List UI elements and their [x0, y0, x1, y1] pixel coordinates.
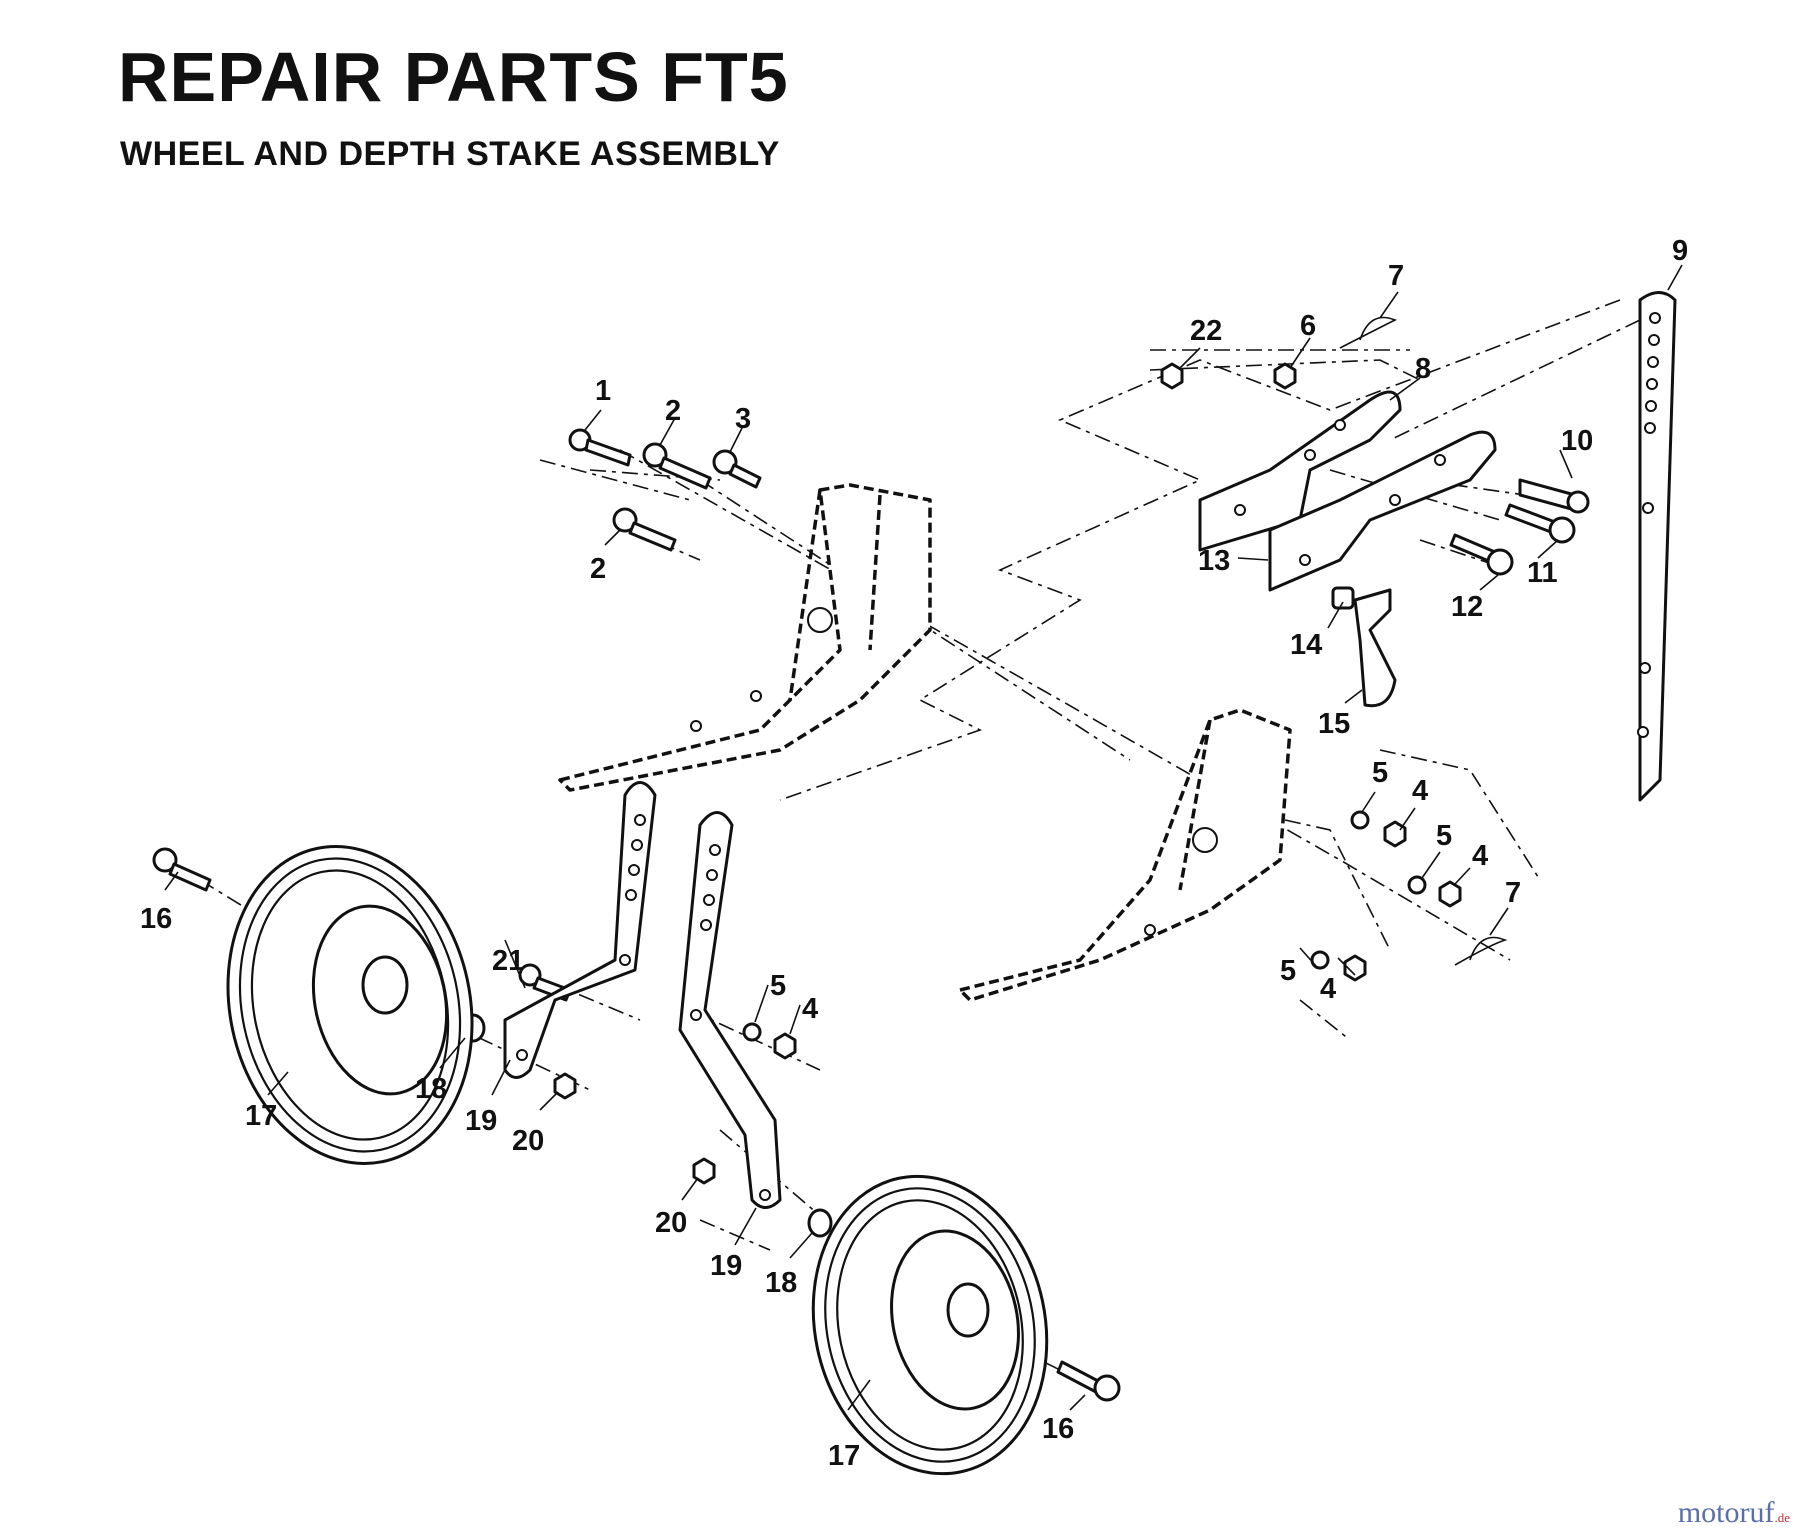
- page-title: REPAIR PARTS FT5: [118, 38, 789, 116]
- hex-nut-20-left: [553, 1072, 577, 1100]
- page-subtitle: WHEEL AND DEPTH STAKE ASSEMBLY: [120, 135, 780, 173]
- washer-5c: [1310, 950, 1330, 970]
- callout-1: 1: [595, 375, 611, 407]
- hex-bolt-2-upper: [642, 442, 712, 490]
- hair-pin-7-lower: [1454, 936, 1508, 966]
- callout-labels: 1 2 3 2 22 6 7 8 9 10 11 12 13 14 15 5 4…: [140, 235, 1688, 1472]
- hex-nut-4b: [1438, 880, 1462, 908]
- wheel-bracket-left: [503, 781, 657, 1079]
- hex-bolt-21: [518, 963, 572, 1002]
- washer-5a: [1350, 810, 1370, 830]
- lock-washer-6: [1273, 362, 1297, 390]
- washer-18-lower: [807, 1208, 833, 1238]
- depth-stake: [1637, 291, 1677, 802]
- callout-6: 6: [1300, 310, 1316, 342]
- hex-nut-4d: [773, 1032, 797, 1060]
- callout-20-left: 20: [512, 1125, 544, 1157]
- callout-16-left: 16: [140, 903, 172, 935]
- callout-15: 15: [1318, 708, 1350, 740]
- callout-4-a: 4: [1412, 775, 1428, 807]
- callout-14: 14: [1290, 629, 1322, 661]
- callout-7-upper: 7: [1388, 260, 1404, 292]
- callout-17-left: 17: [245, 1100, 277, 1132]
- stake-lock: [1353, 588, 1397, 708]
- callout-2-upper: 2: [665, 395, 681, 427]
- watermark-text: motoruf: [1677, 1496, 1775, 1529]
- callout-19-left: 19: [465, 1105, 497, 1137]
- callout-5-b: 5: [1436, 820, 1452, 852]
- callout-21: 21: [492, 945, 524, 977]
- washer-5b: [1407, 875, 1427, 895]
- watermark-logo: motoruf.de: [1678, 1496, 1790, 1530]
- callout-13: 13: [1198, 545, 1230, 577]
- wheel-bracket-right: [678, 811, 782, 1209]
- callout-5-d: 5: [770, 970, 786, 1002]
- hex-bolt-11: [1504, 503, 1576, 544]
- callout-18-lower: 18: [765, 1267, 797, 1299]
- callout-8: 8: [1415, 353, 1431, 385]
- callout-10: 10: [1561, 425, 1593, 457]
- callout-4-c: 4: [1320, 973, 1336, 1005]
- depth-stake-bracket-upper: [1198, 390, 1402, 552]
- callout-5-c: 5: [1280, 955, 1296, 987]
- callout-5-a: 5: [1372, 757, 1388, 789]
- callout-16-lower: 16: [1042, 1413, 1074, 1445]
- hex-bolt-2-lower: [612, 507, 677, 552]
- clevis-pin-10: [1518, 478, 1590, 514]
- washer-5d: [742, 1022, 762, 1042]
- callout-4-b: 4: [1472, 840, 1488, 872]
- hair-pin-7-upper: [1339, 316, 1397, 349]
- callout-4-d: 4: [802, 993, 818, 1025]
- callout-11: 11: [1527, 557, 1558, 589]
- callout-12: 12: [1451, 591, 1483, 623]
- tiller-frame-left-ghost: [558, 483, 932, 792]
- callout-9: 9: [1672, 235, 1688, 267]
- wheel-bolt-16-lower: [1056, 1360, 1121, 1402]
- callout-2-lower: 2: [590, 553, 606, 585]
- hex-nut-4c: [1343, 954, 1367, 982]
- clevis-pin-1: [568, 428, 632, 467]
- hex-bolt-3: [712, 449, 762, 489]
- hex-nut-22: [1160, 362, 1184, 390]
- callout-22: 22: [1190, 315, 1222, 347]
- wheel-bolt-16-left: [152, 847, 212, 892]
- tiller-frame-right-ghost: [958, 708, 1292, 1002]
- callout-19-lower: 19: [710, 1250, 742, 1282]
- hex-nut-20-lower: [692, 1157, 716, 1185]
- watermark-suffix: .de: [1774, 1510, 1790, 1525]
- callout-20-lower: 20: [655, 1207, 687, 1239]
- callout-7-lower: 7: [1505, 877, 1521, 909]
- spacer: [1331, 586, 1355, 610]
- callout-leaders: [164, 264, 1683, 1411]
- callout-3: 3: [735, 403, 751, 435]
- wheel-left: [226, 845, 474, 1165]
- hex-nut-4a: [1383, 820, 1407, 848]
- callout-18-left: 18: [415, 1073, 447, 1105]
- callout-17-lower: 17: [828, 1440, 860, 1472]
- depth-stake-bracket-lower: [1268, 430, 1497, 592]
- wheel-right: [811, 1174, 1049, 1476]
- hex-bolt-12: [1449, 533, 1514, 576]
